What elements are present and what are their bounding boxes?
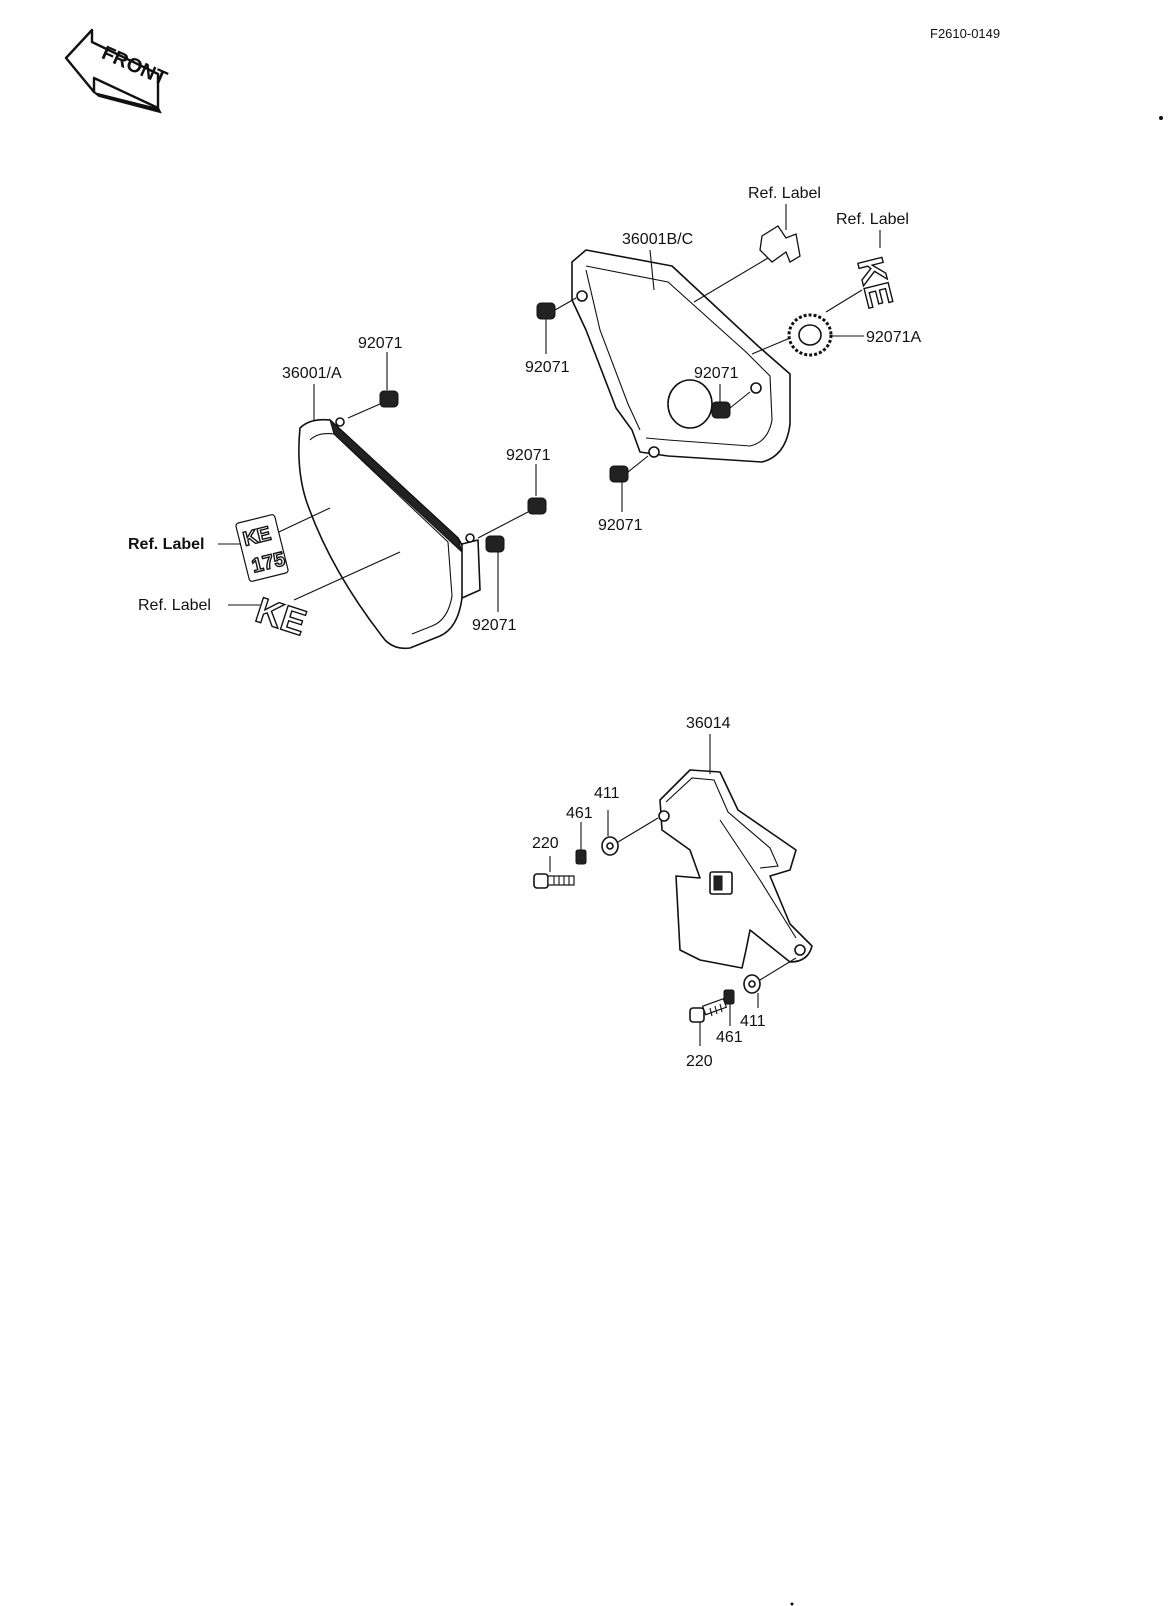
upper-lock-washer-label: 461 bbox=[566, 805, 593, 822]
right-logo-text: KE bbox=[849, 253, 901, 311]
ke-logo-icon: KE bbox=[250, 588, 312, 644]
lock-washer-icon bbox=[723, 989, 735, 1005]
lower-fastener-set bbox=[689, 957, 797, 1046]
right-large-grommet-label: 92071A bbox=[866, 329, 921, 346]
left-grommet-label-bottom: 92071 bbox=[472, 617, 517, 634]
right-cover-part-number: 36001B/C bbox=[622, 231, 693, 248]
ke-logo-icon: KE bbox=[849, 252, 902, 312]
upper-bolt-label: 220 bbox=[532, 835, 559, 852]
bolt-icon bbox=[689, 997, 728, 1023]
left-cover-part-number: 36001/A bbox=[282, 365, 342, 382]
right-side-cover bbox=[571, 249, 791, 463]
right-ref-label-upper: Ref. Label bbox=[748, 185, 821, 202]
emblem-plate-icon bbox=[759, 225, 801, 263]
left-side-cover bbox=[298, 417, 481, 650]
left-ref-label-upper: Ref. Label bbox=[128, 536, 204, 553]
right-grommet-label-mid: 92071 bbox=[694, 365, 739, 382]
chain-guard-part-number: 36014 bbox=[686, 715, 731, 732]
chain-guard bbox=[658, 769, 813, 969]
upper-fastener-set bbox=[533, 810, 659, 889]
washer-icon bbox=[601, 836, 619, 856]
washer-icon bbox=[743, 974, 761, 994]
ke-175-emblem-icon: KE 175 bbox=[235, 514, 289, 582]
upper-washer-label: 411 bbox=[594, 785, 620, 802]
left-logo-text: KE bbox=[251, 589, 311, 643]
grommet-icon bbox=[536, 297, 577, 354]
lock-washer-icon bbox=[575, 849, 587, 865]
figure-code: F2610-0149 bbox=[930, 26, 1000, 41]
scan-dot bbox=[790, 1602, 794, 1606]
front-arrow-icon: FRONT bbox=[64, 28, 170, 114]
lower-bolt-label: 220 bbox=[686, 1053, 713, 1070]
lower-washer-label: 411 bbox=[740, 1013, 766, 1030]
grommet-icon bbox=[347, 352, 399, 419]
left-grommet-label-mid: 92071 bbox=[506, 447, 551, 464]
right-ref-label-lower: Ref. Label bbox=[836, 211, 909, 228]
scan-dot bbox=[1159, 116, 1163, 120]
grommet-icon bbox=[485, 535, 505, 612]
grommet-icon bbox=[711, 384, 751, 419]
grommet-icon bbox=[477, 464, 547, 539]
lower-lock-washer-label: 461 bbox=[716, 1029, 743, 1046]
bolt-icon bbox=[533, 873, 575, 889]
large-grommet-icon bbox=[751, 313, 864, 357]
grommet-icon bbox=[609, 455, 649, 512]
left-grommet-label-top: 92071 bbox=[358, 335, 403, 352]
right-grommet-label-lower: 92071 bbox=[598, 517, 643, 534]
right-grommet-label-upper: 92071 bbox=[525, 359, 570, 376]
left-ref-label-lower: Ref. Label bbox=[138, 597, 211, 614]
